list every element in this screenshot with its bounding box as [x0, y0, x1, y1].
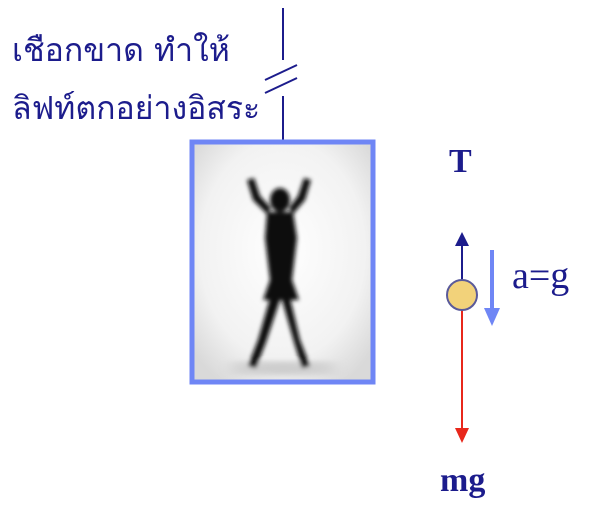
tension-label: T: [449, 143, 472, 180]
tension-arrowhead: [455, 232, 469, 246]
weight-arrowhead: [455, 428, 469, 443]
weight-label: mg: [440, 462, 486, 499]
person-silhouette-icon: [228, 178, 338, 374]
cable-break-mark-2: [264, 77, 298, 94]
caption-line-1: เชือกขาด ทำให้: [12, 31, 230, 69]
cable-break-mark-1: [264, 64, 298, 81]
acceleration-arrowhead: [484, 308, 500, 326]
mass-circle: [446, 279, 478, 311]
caption-line-2: ลิฟท์ตกอย่างอิสระ: [12, 89, 261, 127]
acceleration-label: a=g: [512, 255, 570, 297]
